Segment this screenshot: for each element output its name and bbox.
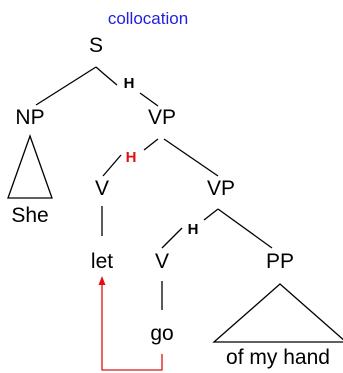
node-v-1: V	[95, 177, 109, 200]
edge-vp2-v2-b	[203, 208, 219, 221]
edge-s-vp-a	[95, 66, 118, 86]
edge-vp1-v1-b	[143, 138, 159, 151]
leaf-of-my-hand: of my hand	[226, 346, 330, 369]
head-marker-vp-2: H	[188, 221, 199, 238]
node-pp: PP	[266, 250, 294, 273]
node-s: S	[89, 34, 103, 57]
leaf-go: go	[150, 322, 173, 345]
leaf-let: let	[91, 250, 113, 273]
node-vp-1: VP	[148, 106, 176, 129]
pp-triangle	[212, 283, 343, 343]
head-marker-s: H	[124, 75, 135, 92]
collocation-arrowhead	[98, 276, 106, 285]
head-marker-vp-1: H	[126, 149, 137, 166]
node-vp-2: VP	[207, 177, 235, 200]
node-v-2: V	[155, 250, 169, 273]
leaf-she: She	[11, 204, 48, 227]
collocation-arrow	[101, 284, 163, 371]
edge-vp1-v1-a	[102, 154, 122, 177]
np-triangle	[7, 134, 53, 199]
diagram-title: collocation	[108, 9, 188, 28]
edge-s-np	[35, 66, 97, 106]
edge-vp1-vp2	[163, 138, 219, 177]
edge-s-vp-b	[139, 92, 159, 107]
edge-vp2-pp	[217, 208, 273, 249]
node-np: NP	[15, 106, 44, 129]
edge-vp2-v2-a	[161, 227, 183, 249]
